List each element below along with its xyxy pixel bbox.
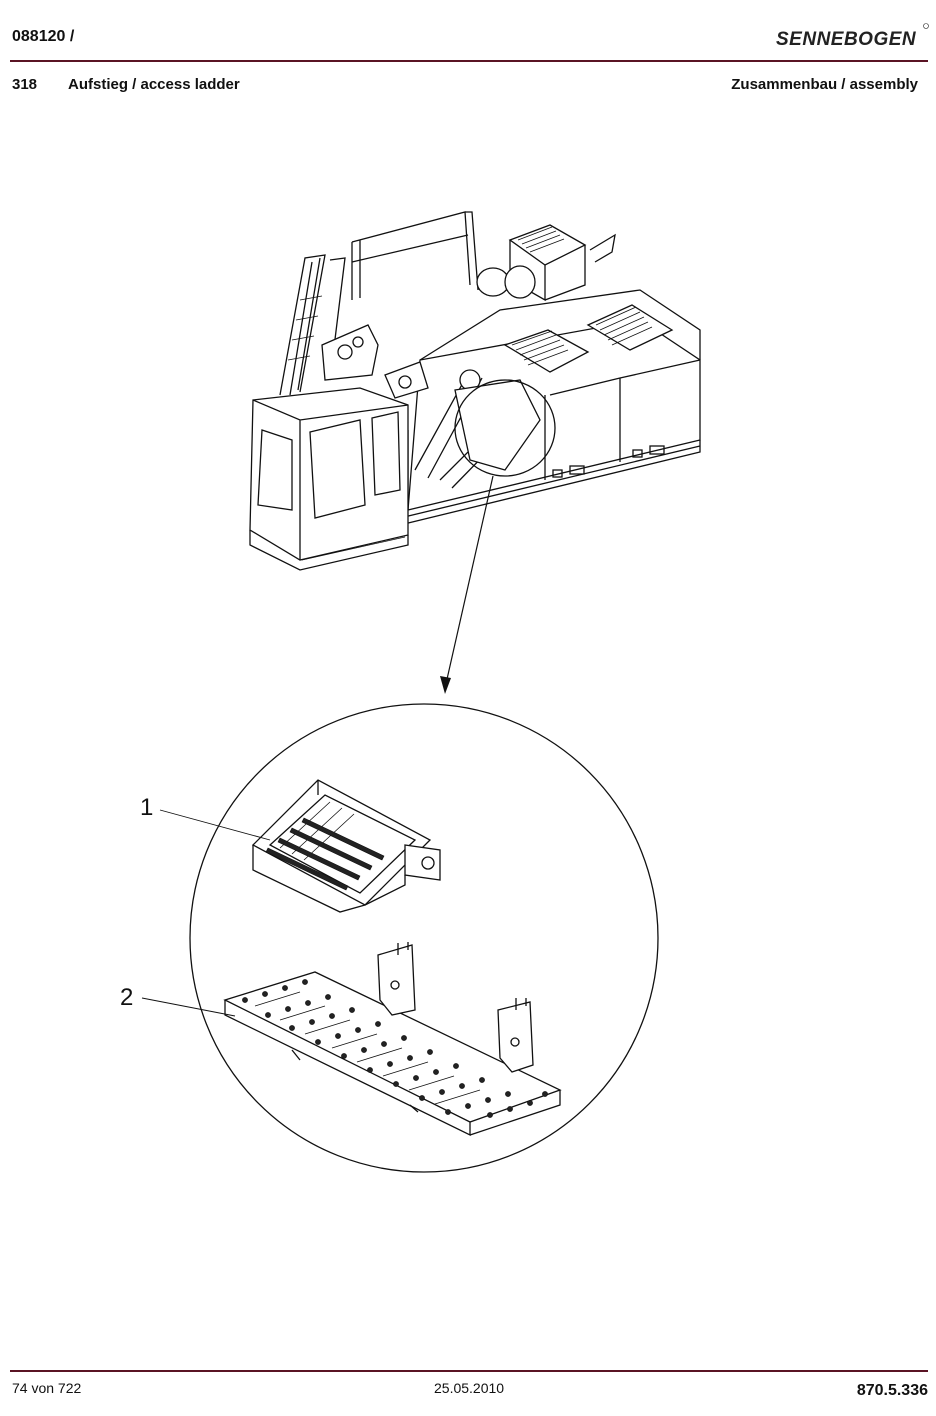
- part-1-step: [251, 779, 441, 913]
- footer-rule: [10, 1370, 928, 1372]
- machine-overview: [249, 211, 701, 571]
- callout-1-label: 1: [140, 794, 153, 821]
- page-counter: 74 von 722: [12, 1380, 82, 1396]
- header-rule: [10, 60, 928, 62]
- callout-1: 1: [140, 794, 271, 841]
- document-number: 088120 /: [12, 28, 75, 45]
- document-date: 25.05.2010: [434, 1380, 505, 1396]
- section-number: 318: [12, 76, 38, 93]
- part-2-platform: [223, 942, 562, 1137]
- callout-2-label: 2: [120, 984, 133, 1011]
- section-type: Zusammenbau / assembly: [731, 76, 918, 93]
- callout-2: 2: [120, 984, 236, 1017]
- detail-arrow: [440, 475, 494, 694]
- section-title: Aufstieg / access ladder: [68, 76, 240, 93]
- detail-circle: [189, 703, 659, 1173]
- part-number: 870.5.336: [856, 1382, 928, 1399]
- svg-text:SENNEBOGEN: SENNEBOGEN: [776, 29, 917, 50]
- sennebogen-logo: SENNEBOGEN: [776, 23, 929, 50]
